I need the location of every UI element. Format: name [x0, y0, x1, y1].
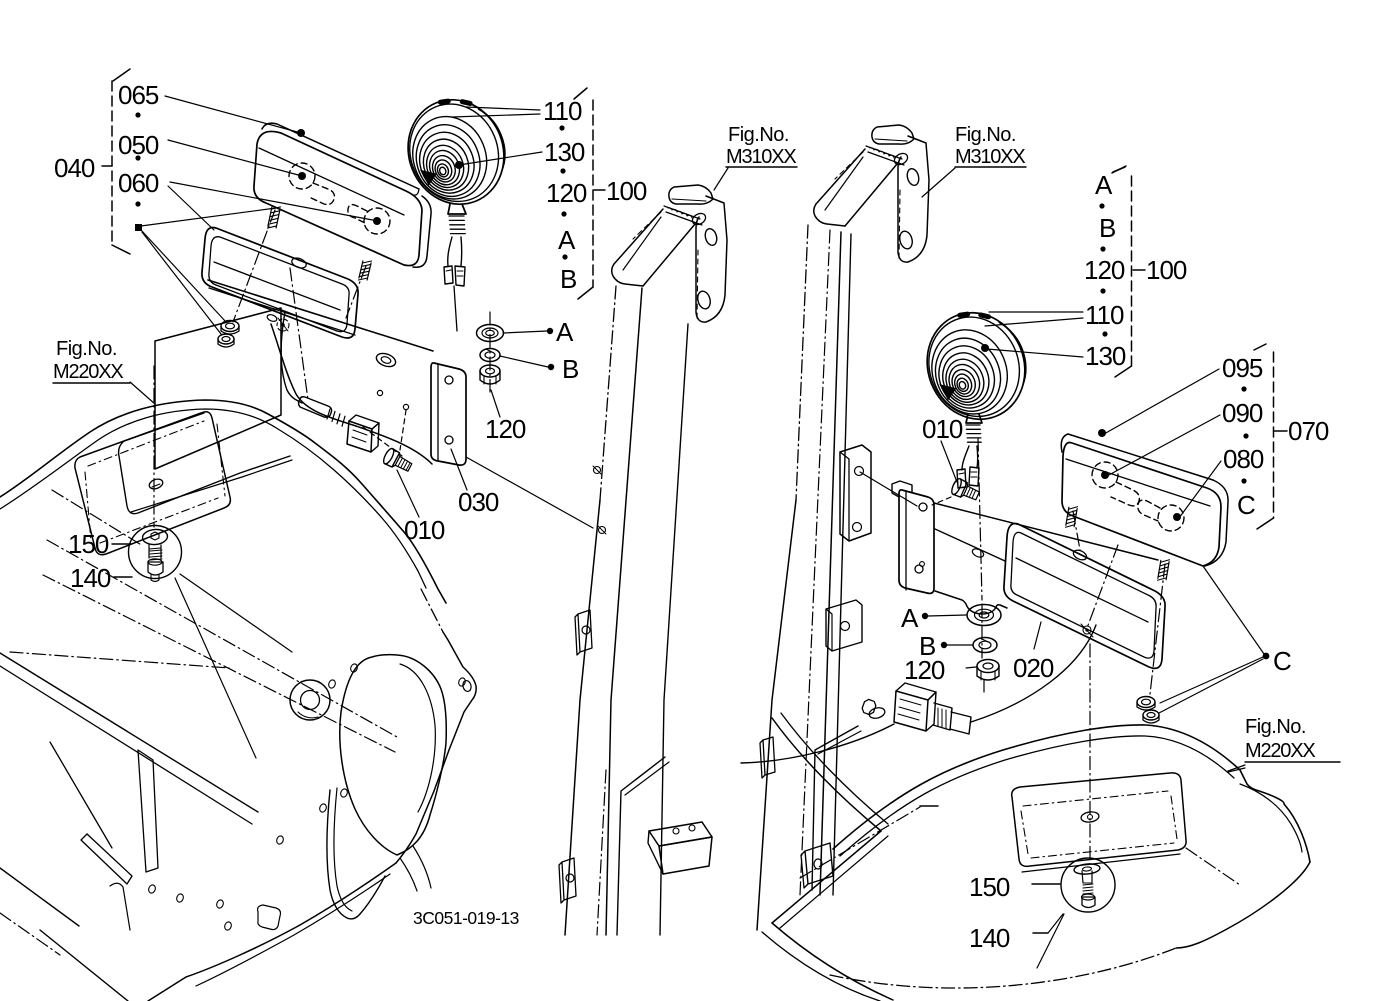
svg-text:C: C [1273, 646, 1291, 676]
svg-text:M310XX: M310XX [955, 146, 1025, 168]
svg-text:095: 095 [1222, 353, 1263, 383]
svg-text:120: 120 [904, 655, 945, 685]
svg-text:A: A [901, 603, 919, 633]
svg-text:M220XX: M220XX [53, 361, 123, 383]
svg-text:Fig.No.: Fig.No. [56, 338, 117, 360]
svg-text:070: 070 [1288, 416, 1329, 446]
svg-text:B: B [562, 354, 578, 384]
svg-text:140: 140 [969, 923, 1010, 953]
svg-text:140: 140 [70, 563, 111, 593]
svg-text:A: A [1095, 170, 1113, 200]
svg-text:B: B [1099, 213, 1115, 243]
svg-text:010: 010 [404, 515, 445, 545]
svg-text:040: 040 [54, 153, 95, 183]
svg-text:110: 110 [1085, 300, 1124, 330]
svg-text:090: 090 [1222, 398, 1263, 428]
svg-text:B: B [560, 264, 576, 294]
svg-text:100: 100 [606, 176, 647, 206]
svg-text:130: 130 [1085, 341, 1126, 371]
svg-text:A: A [556, 317, 574, 347]
svg-text:060: 060 [118, 168, 159, 198]
svg-text:080: 080 [1223, 444, 1264, 474]
svg-text:100: 100 [1146, 255, 1187, 285]
svg-text:M310XX: M310XX [726, 146, 796, 168]
svg-text:120: 120 [546, 178, 587, 208]
svg-text:Fig.No.: Fig.No. [728, 124, 789, 146]
svg-text:B: B [919, 631, 935, 661]
svg-text:150: 150 [68, 529, 109, 559]
svg-text:A: A [558, 225, 576, 255]
svg-text:M220XX: M220XX [1245, 740, 1315, 762]
svg-text:030: 030 [458, 487, 499, 517]
svg-text:Fig.No.: Fig.No. [1245, 716, 1306, 738]
svg-text:150: 150 [969, 872, 1010, 902]
svg-text:120: 120 [1084, 255, 1125, 285]
svg-text:020: 020 [1013, 653, 1054, 683]
svg-text:3C051-019-13: 3C051-019-13 [413, 908, 519, 928]
svg-text:050: 050 [118, 130, 159, 160]
svg-text:120: 120 [485, 414, 526, 444]
svg-text:130: 130 [544, 137, 585, 167]
svg-text:Fig.No.: Fig.No. [955, 124, 1016, 146]
svg-text:110: 110 [543, 96, 582, 126]
svg-text:C: C [1237, 490, 1255, 520]
svg-text:065: 065 [118, 80, 159, 110]
svg-text:010: 010 [922, 414, 963, 444]
